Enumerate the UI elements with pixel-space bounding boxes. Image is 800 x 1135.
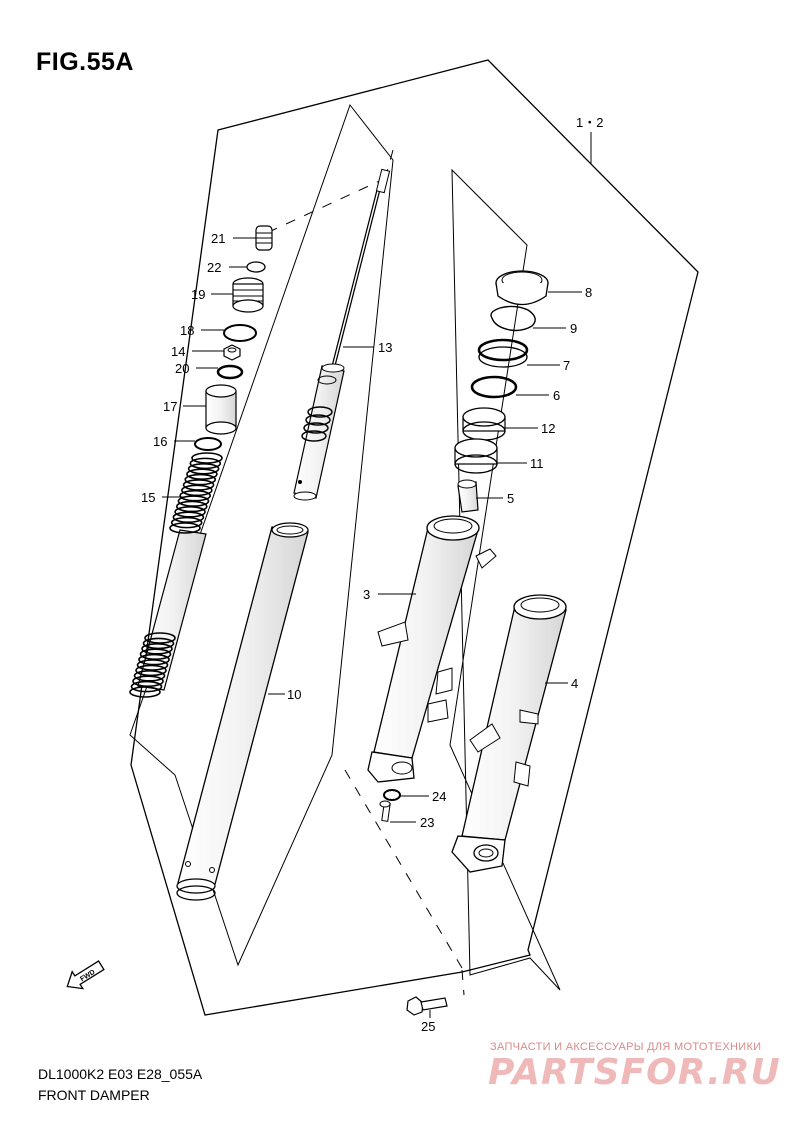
- callout-6: 6: [553, 388, 560, 403]
- part-6-washer: [470, 375, 518, 399]
- fwd-arrow-icon: FWD: [66, 960, 105, 990]
- callout-17: 17: [163, 399, 177, 414]
- part-9-circlip: [490, 305, 536, 332]
- part-14-nut: [223, 344, 241, 361]
- part-19-adjuster: [232, 277, 264, 313]
- part-16-washer: [194, 437, 222, 451]
- callout-10: 10: [287, 687, 301, 702]
- part-4-outer-tube-right: [451, 594, 567, 873]
- part-20-washer: [216, 364, 244, 380]
- part-7-oil-seal: [477, 338, 529, 368]
- callout-12: 12: [541, 421, 555, 436]
- inner-tube-group-frame: [129, 103, 394, 967]
- callout-15: 15: [141, 490, 155, 505]
- part-12-guide-bush: [462, 407, 506, 441]
- callout-23: 23: [420, 815, 434, 830]
- part-24-washer: [383, 789, 401, 801]
- callout-25: 25: [421, 1019, 435, 1034]
- callout-11: 11: [530, 456, 544, 471]
- callout-4: 4: [571, 676, 578, 691]
- model-code: DL1000K2 E03 E28_055A: [38, 1066, 203, 1082]
- callout-5: 5: [507, 491, 514, 506]
- callout-14: 14: [171, 344, 185, 359]
- part-13-damper-rod: [293, 168, 391, 501]
- part-5-oil-lock-piece: [457, 479, 479, 513]
- guide-lines: [259, 149, 465, 996]
- callout-9: 9: [570, 321, 577, 336]
- part-11-bush: [454, 438, 498, 474]
- callout-20: 20: [175, 361, 189, 376]
- callout-16: 16: [153, 434, 167, 449]
- part-10-inner-tube: [176, 522, 309, 901]
- assembly-frame: [130, 59, 699, 1016]
- part-17-spacer: [205, 384, 237, 435]
- callout-19: 19: [191, 287, 205, 302]
- figure-title: FIG.55A: [36, 48, 134, 76]
- part-23-screw: [379, 800, 391, 822]
- callout-22: 22: [207, 260, 221, 275]
- callout-13: 13: [378, 340, 392, 355]
- outer-tube-group-frame: [449, 168, 561, 991]
- callout-7: 7: [563, 358, 570, 373]
- callout-21: 21: [211, 231, 225, 246]
- watermark-tagline: ЗАПЧАСТИ И АКСЕССУАРЫ ДЛЯ МОТОТЕХНИКИ: [490, 1041, 762, 1053]
- part-22-o-ring: [246, 261, 266, 273]
- callout-3: 3: [363, 587, 370, 602]
- part-15-spring: [129, 452, 223, 698]
- part-21-bolt: [255, 225, 273, 251]
- part-8-dust-seal: [495, 270, 549, 306]
- assembly-label: 1・2: [576, 115, 603, 130]
- part-25-bolt: [406, 996, 448, 1016]
- diagram-caption: FRONT DAMPER: [38, 1087, 150, 1103]
- part-18-ring: [223, 324, 257, 342]
- callout-18: 18: [180, 323, 194, 338]
- part-3-outer-tube-left: [367, 515, 497, 783]
- callout-8: 8: [585, 285, 592, 300]
- watermark-logo: PARTSFOR.RU: [488, 1052, 781, 1093]
- callout-24: 24: [432, 789, 446, 804]
- leader-lines: [162, 132, 592, 1018]
